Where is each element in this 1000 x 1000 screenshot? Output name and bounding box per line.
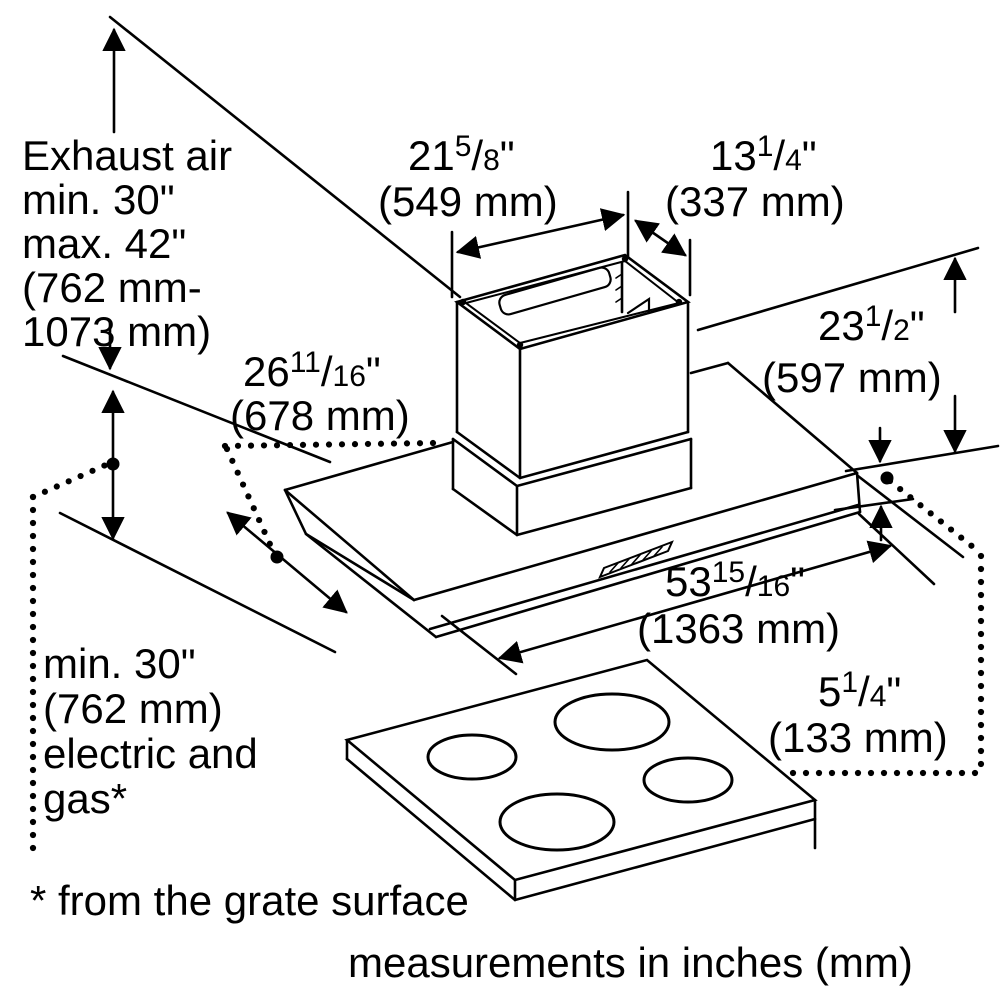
clearance-note-line3: electric and: [43, 730, 258, 777]
exhaust-note-line5: 1073 mm): [22, 308, 211, 355]
dim-hood-body-height-in: 51/4": [818, 666, 901, 715]
hood-handle: [598, 540, 674, 579]
dotted-reference-lines: [29, 439, 985, 864]
duct-cutout: [498, 266, 612, 316]
dim-hood-width-in: 5315/16": [665, 556, 805, 605]
footnote: * from the grate surface: [30, 877, 469, 924]
units-note: measurements in inches (mm): [348, 939, 913, 986]
dim-duct-offset-in: 131/4": [710, 130, 817, 179]
hood-canopy: [283, 361, 862, 639]
dim-hood-depth-mm: (678 mm): [230, 392, 410, 439]
exhaust-note-line4: (762 mm-: [22, 264, 202, 311]
exhaust-note-line3: max. 42": [22, 220, 186, 267]
dim-hood-depth-in: 2611/16": [243, 346, 381, 395]
dim-hood-body-height-mm: (133 mm): [768, 714, 948, 761]
chimney-top-dimensions: [450, 190, 692, 299]
burner: [642, 756, 734, 804]
dim-duct-offset-mm: (337 mm): [665, 178, 845, 225]
height-dimension-left: [58, 320, 337, 654]
ceiling-to-hood-dimension: [844, 256, 1000, 473]
exhaust-note-line2: min. 30": [22, 176, 175, 223]
clearance-note-line4: gas*: [43, 775, 127, 822]
chimney-duct: [451, 253, 693, 537]
dim-chimney-width-mm: (549 mm): [378, 178, 558, 225]
dim-ceiling-to-hood-mm: (597 mm): [762, 354, 942, 401]
hood-width-dimension: [440, 540, 893, 676]
burner: [498, 792, 616, 852]
clearance-note-line1: min. 30": [43, 640, 196, 687]
annotations: Exhaust air min. 30" max. 42" (762 mm- 1…: [22, 130, 948, 986]
cooktop: [344, 658, 818, 902]
dim-ceiling-to-hood-in: 231/2": [818, 300, 925, 349]
burner: [553, 692, 671, 752]
ceiling-lines: [108, 15, 980, 332]
exhaust-note-line1: Exhaust air: [22, 132, 232, 179]
clearance-note-line2: (762 mm): [43, 685, 223, 732]
dim-hood-width-mm: (1363 mm): [637, 605, 840, 652]
hood-depth-dimension: [226, 511, 348, 614]
dim-chimney-width-in: 215/8": [408, 130, 515, 179]
burner: [426, 733, 518, 781]
